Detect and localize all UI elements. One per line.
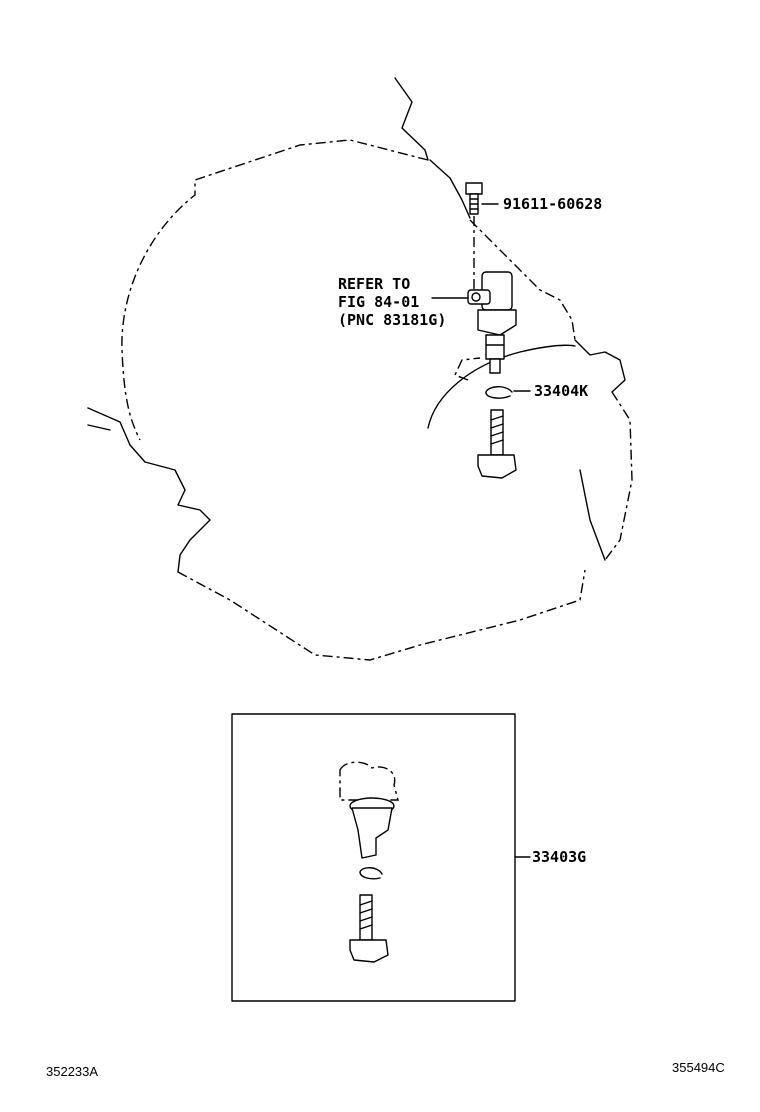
driven-gear-part [477,409,517,479]
bolt-part[interactable] [465,182,483,215]
refer-line-3: (PNC 83181G) [338,311,446,329]
speed-sensor-part[interactable] [467,271,517,374]
transmission-case-outline [87,77,633,661]
refer-line-1: REFER TO [338,275,410,293]
assembly-inset-parts[interactable] [339,761,399,963]
bolt-part-number[interactable]: 91611-60628 [503,195,602,213]
assembly-part-number[interactable]: 33403G [532,848,586,866]
clip-part[interactable] [485,386,513,399]
footer-left-code: 352233A [46,1064,98,1079]
clip-part-number[interactable]: 33404K [534,382,588,400]
refer-note: REFER TO FIG 84-01 (PNC 83181G) [338,275,446,329]
footer-right-code: 355494C [672,1060,725,1075]
refer-line-2: FIG 84-01 [338,293,419,311]
